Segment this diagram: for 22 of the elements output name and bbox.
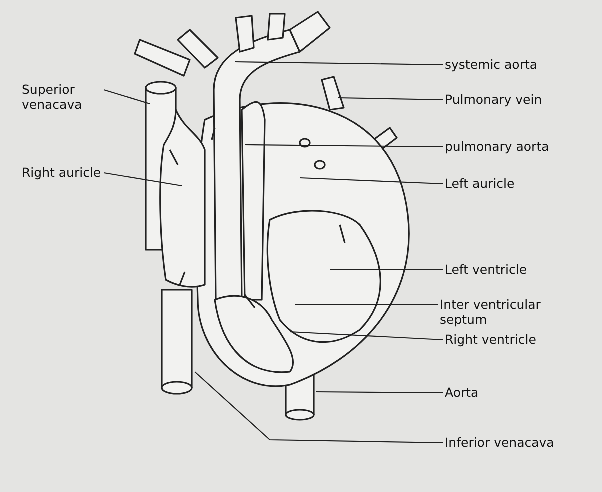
part-label: Left ventricle [445, 262, 585, 277]
leader-line [300, 177, 444, 185]
leader-line [295, 304, 438, 306]
part-label: Aorta [445, 385, 585, 400]
part-label: Inter ventricular septum [440, 297, 560, 327]
part-label: Right ventricle [445, 332, 585, 347]
part-label: Pulmonary vein [445, 92, 585, 107]
part-label: systemic aorta [445, 57, 585, 72]
leader-line [245, 144, 443, 148]
leader-line [330, 269, 443, 271]
leader-line [104, 172, 182, 187]
leader-line [104, 89, 150, 105]
part-label: Left auricle [445, 176, 585, 191]
leader-line [338, 97, 444, 101]
part-label: Superior venacava [22, 82, 102, 112]
part-label: pulmonary aorta [445, 139, 585, 154]
part-label: Inferior venacava [445, 435, 585, 450]
leader-line [290, 331, 444, 341]
part-label: Right auricle [22, 165, 102, 180]
leader-line [235, 61, 443, 66]
leader-line [316, 391, 443, 394]
leader-line [194, 372, 443, 444]
